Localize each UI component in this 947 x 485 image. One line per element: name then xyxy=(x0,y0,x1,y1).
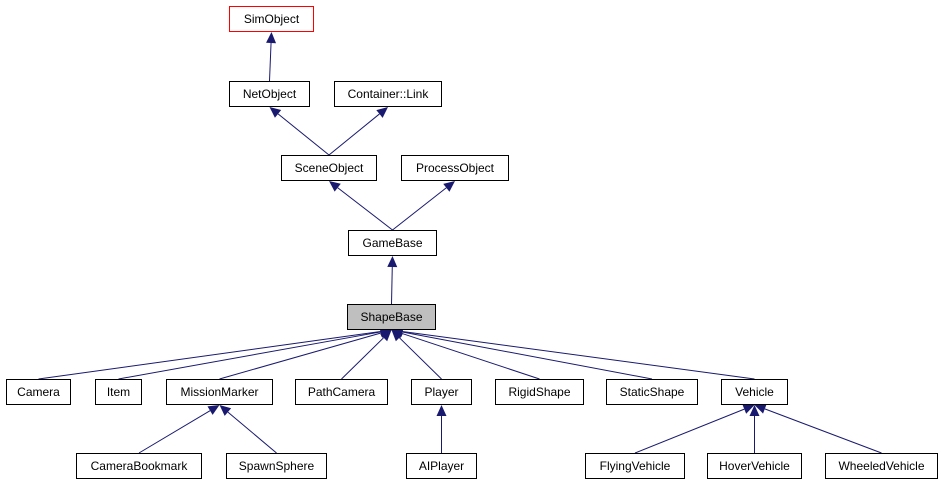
arrowhead-aiplayer-to-player xyxy=(436,405,447,416)
node-processobject[interactable]: ProcessObject xyxy=(401,155,509,181)
edge-flyingvehicle-to-vehicle xyxy=(634,408,745,454)
edge-wheeledvehicle-to-vehicle xyxy=(764,408,882,454)
arrowhead-player-to-shapebase xyxy=(391,330,403,342)
arrowhead-camerabookmark-to-missionmarker xyxy=(207,405,220,415)
edge-sceneobject-to-container_link xyxy=(328,113,380,156)
node-hovervehicle[interactable]: HoverVehicle xyxy=(707,453,802,479)
arrowhead-spawnsphere-to-missionmarker xyxy=(219,405,232,416)
edge-spawnsphere-to-missionmarker xyxy=(227,411,277,454)
node-missionmarker[interactable]: MissionMarker xyxy=(166,379,273,405)
node-shapebase: ShapeBase xyxy=(347,304,436,330)
node-rigidshape[interactable]: RigidShape xyxy=(495,379,584,405)
node-flyingvehicle[interactable]: FlyingVehicle xyxy=(585,453,685,479)
node-staticshape[interactable]: StaticShape xyxy=(606,379,698,405)
node-sceneobject[interactable]: SceneObject xyxy=(281,155,377,181)
edge-vehicle-to-shapebase xyxy=(402,330,755,380)
arrowhead-netobject-to-simobject xyxy=(266,32,277,44)
arrowhead-gamebase-to-processobject xyxy=(443,181,455,192)
node-gamebase[interactable]: GameBase xyxy=(348,230,437,256)
node-player[interactable]: Player xyxy=(411,379,472,405)
node-container-link[interactable]: Container::Link xyxy=(334,81,442,107)
node-camera[interactable]: Camera xyxy=(6,379,71,405)
edge-gamebase-to-processobject xyxy=(392,187,447,231)
edge-staticshape-to-shapebase xyxy=(402,331,653,380)
edge-missionmarker-to-shapebase xyxy=(219,332,382,380)
arrowhead-hovervehicle-to-vehicle xyxy=(749,405,760,416)
arrowhead-sceneobject-to-netobject xyxy=(269,107,282,118)
edge-netobject-to-simobject xyxy=(269,42,272,82)
edge-camerabookmark-to-missionmarker xyxy=(138,410,211,454)
edge-gamebase-to-sceneobject xyxy=(337,187,393,231)
edge-shapebase-to-gamebase xyxy=(391,266,393,305)
arrowhead-pathcamera-to-shapebase xyxy=(380,330,392,342)
node-aiplayer[interactable]: AIPlayer xyxy=(406,453,477,479)
edge-rigidshape-to-shapebase xyxy=(401,332,540,380)
arrowhead-flyingvehicle-to-vehicle xyxy=(742,404,755,414)
arrowhead-shapebase-to-gamebase xyxy=(387,256,398,268)
node-simobject[interactable]: SimObject xyxy=(229,6,314,32)
node-wheeledvehicle[interactable]: WheeledVehicle xyxy=(825,453,938,479)
arrowhead-gamebase-to-sceneobject xyxy=(329,181,341,192)
edge-camera-to-shapebase xyxy=(38,331,381,380)
edge-player-to-shapebase xyxy=(399,337,442,380)
arrowhead-sceneobject-to-container_link xyxy=(376,107,388,118)
node-spawnsphere[interactable]: SpawnSphere xyxy=(226,453,327,479)
node-pathcamera[interactable]: PathCamera xyxy=(295,379,388,405)
edge-sceneobject-to-netobject xyxy=(277,113,330,156)
node-camerabookmark[interactable]: CameraBookmark xyxy=(76,453,202,479)
node-netobject[interactable]: NetObject xyxy=(229,81,310,107)
arrowhead-wheeledvehicle-to-vehicle xyxy=(754,404,767,414)
node-item[interactable]: Item xyxy=(95,379,142,405)
edge-pathcamera-to-shapebase xyxy=(341,337,384,380)
edge-item-to-shapebase xyxy=(118,331,381,380)
node-vehicle[interactable]: Vehicle xyxy=(721,379,788,405)
